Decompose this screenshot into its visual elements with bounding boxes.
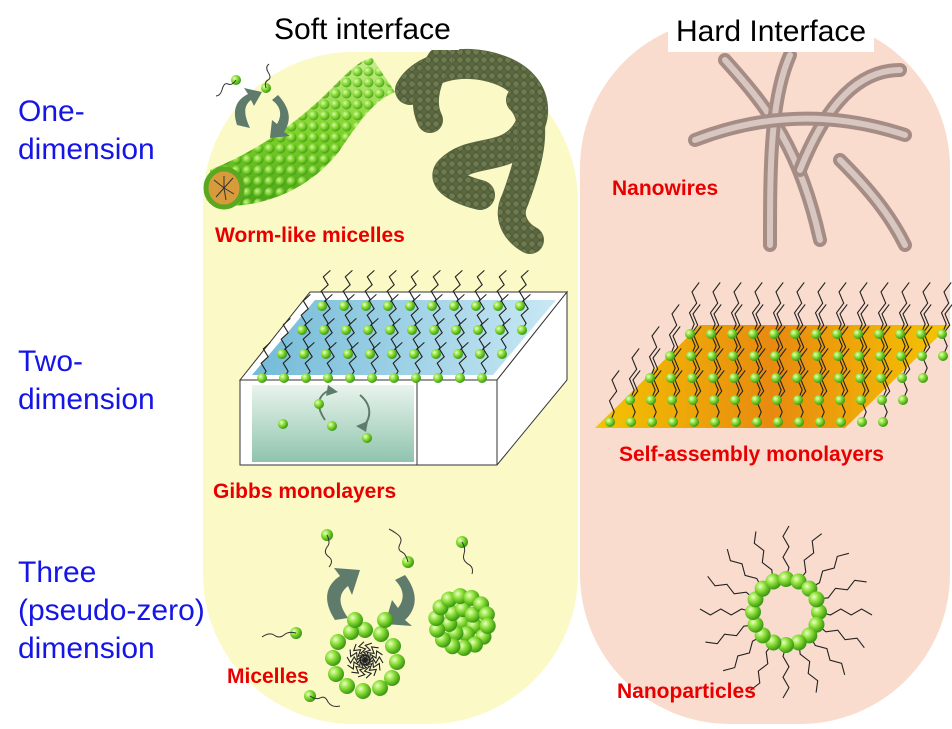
micelle-illustration <box>261 528 496 707</box>
label-worm-like-micelles: Worm-like micelles <box>215 224 405 247</box>
nanowires-illustration <box>688 48 912 252</box>
label-micelles: Micelles <box>227 665 309 688</box>
label-self-assembly-monolayers: Self-assembly monolayers <box>619 443 884 466</box>
row-label-one-dimension: One- dimension <box>18 95 155 166</box>
gibbs-monolayer-illustration <box>238 269 569 466</box>
worm-like-micelle-illustration <box>203 58 395 210</box>
self-assembly-monolayer-illustration <box>595 282 952 428</box>
label-nanowires: Nanowires <box>612 177 718 200</box>
worm-micelle-network <box>395 47 548 254</box>
column-title-soft-interface: Soft interface <box>266 10 459 50</box>
label-nanoparticles: Nanoparticles <box>617 680 756 703</box>
nanoparticle-illustration <box>699 525 873 699</box>
row-label-two-dimension: Two- dimension <box>18 345 155 416</box>
row-label-three-dimension: Three (pseudo-zero) dimension <box>18 556 205 665</box>
label-gibbs-monolayers: Gibbs monolayers <box>213 480 396 503</box>
column-title-hard-interface: Hard Interface <box>668 12 875 52</box>
